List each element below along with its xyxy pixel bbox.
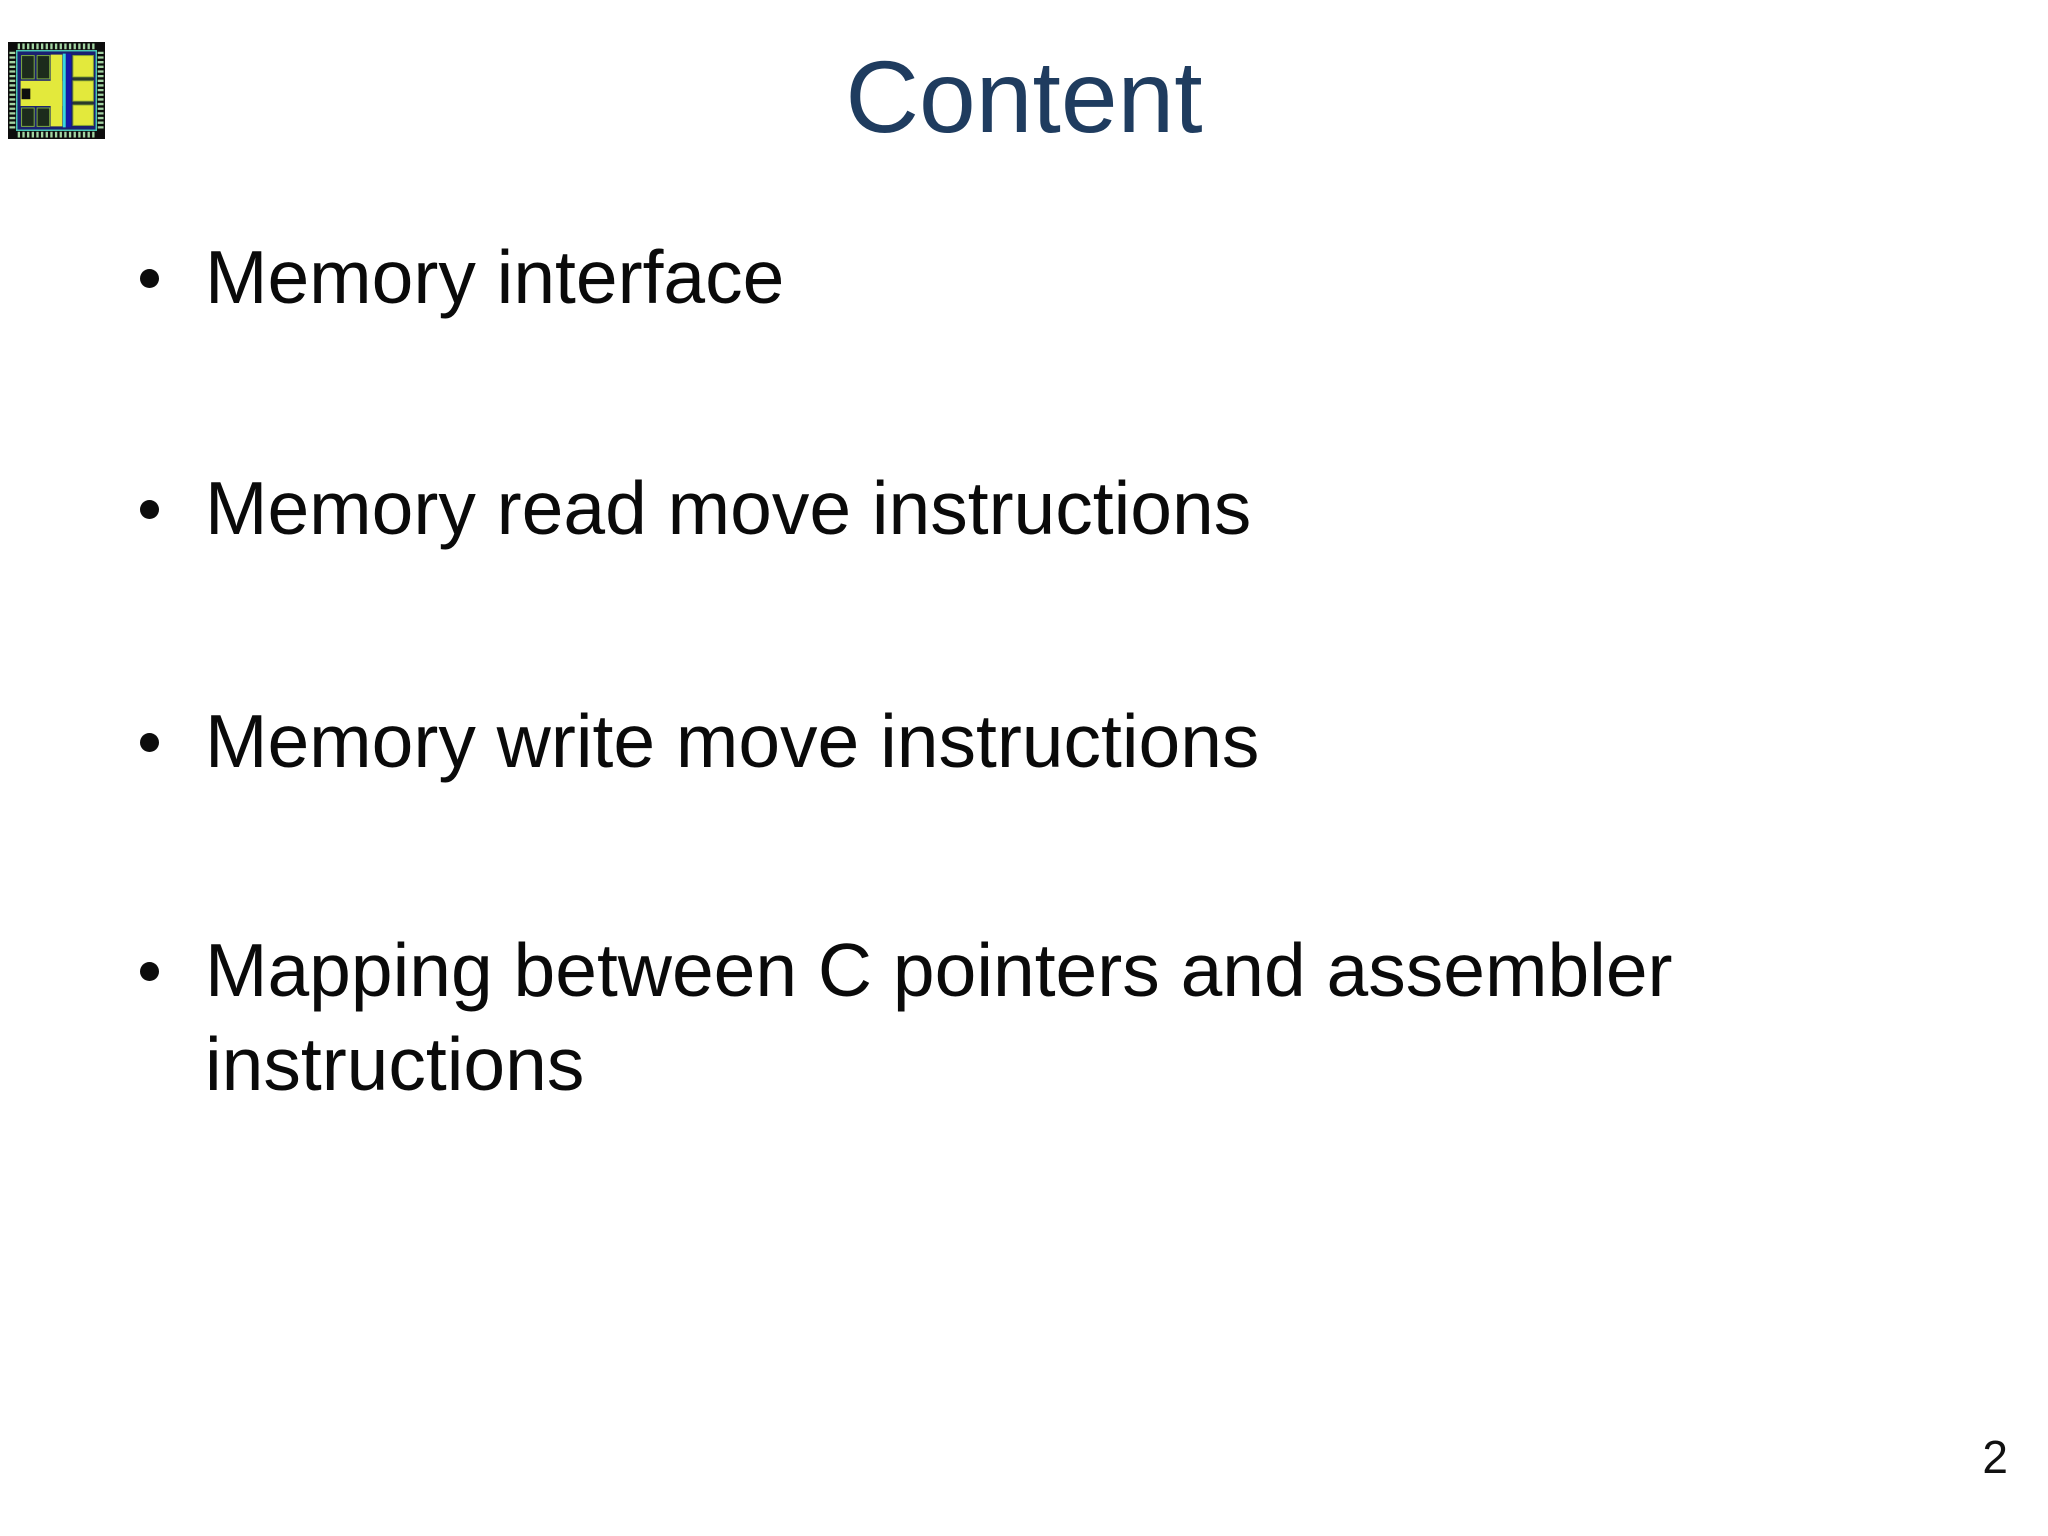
bullet-dot-icon bbox=[140, 962, 159, 981]
bullet-text: Memory read move instructions bbox=[205, 466, 1252, 550]
bullet-text: Memory write move instructions bbox=[205, 699, 1260, 783]
list-item: Memory write move instructions bbox=[140, 694, 1259, 788]
bullet-text: Memory interface bbox=[205, 235, 785, 319]
bullet-text: Mapping between C pointers and assembler… bbox=[205, 928, 1673, 1106]
slide-logo bbox=[8, 42, 105, 139]
list-item: Memory interface bbox=[140, 230, 784, 324]
page-number: 2 bbox=[1982, 1431, 2008, 1483]
list-item: Mapping between C pointers and assembler… bbox=[140, 923, 1765, 1111]
bullet-dot-icon bbox=[140, 500, 159, 519]
list-item: Memory read move instructions bbox=[140, 461, 1251, 555]
bullet-dot-icon bbox=[140, 733, 159, 752]
microchip-icon bbox=[8, 42, 105, 139]
bullet-dot-icon bbox=[140, 269, 159, 288]
slide-title: Content bbox=[845, 40, 1203, 154]
